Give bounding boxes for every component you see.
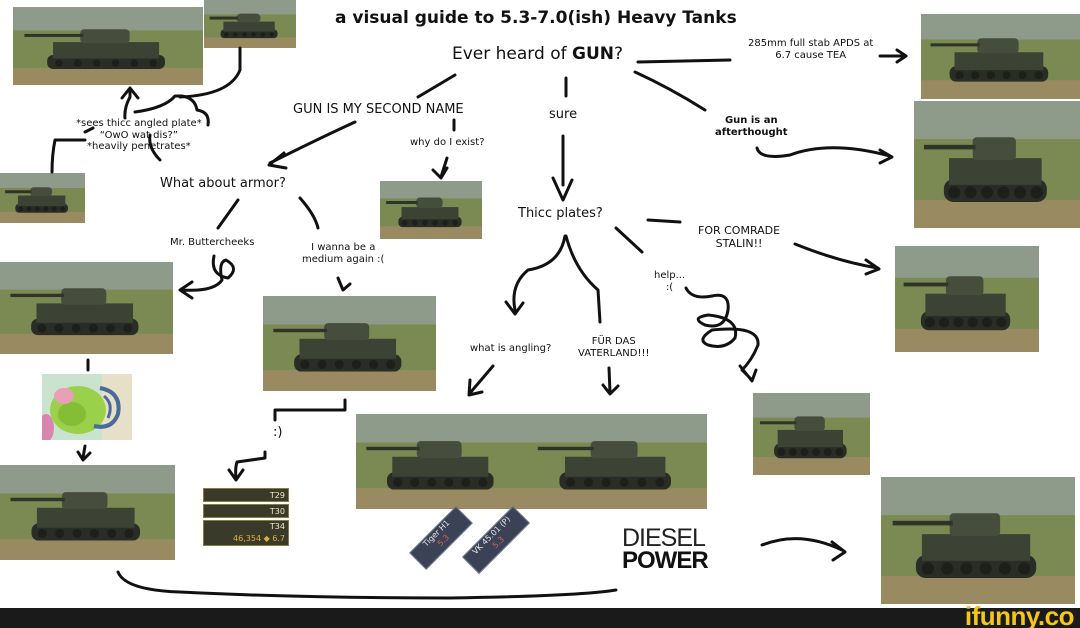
tank-scene [263,296,436,391]
tank-card-label: T29 [269,491,285,500]
tank-photo-right-4 [753,393,870,475]
tank-photo-right-bottom [881,477,1075,604]
tank-photo-right-3 [895,246,1039,352]
label-mr-buttercheeks: Mr. Buttercheeks [170,237,255,248]
tank-photo-center-mid [263,296,436,391]
tank-scene [753,393,870,475]
tank-photo-left-bottom [0,465,175,560]
label-gun-second-name: GUN IS MY SECOND NAME [293,102,464,117]
footer-bar: ifunny.co [0,601,1080,628]
tank-scene [895,246,1039,352]
label-what-is-angling: what is angling? [470,343,552,354]
tank-card-tiger-h1: Tiger H1 5.3 [409,506,473,570]
question-gun-word: GUN [571,44,614,64]
label-medium-again: I wanna be a medium again :( [302,242,385,265]
label-sure: sure [549,107,578,122]
tank-card-label: T30 [269,507,285,516]
label-why-exist: why do I exist? [410,137,485,148]
tank-photo-right-top [921,14,1080,99]
tank-scene [380,181,482,239]
tank-card-t30: T30 [203,504,289,518]
label-gun-afterthought: Gun is an afterthought [715,115,788,138]
tank-card-stats: 46,354 ◆ 6.7 [233,534,285,543]
tank-card-t29: T29 [203,488,289,502]
question-ever-heard-of-gun: Ever heard of GUN? [452,44,624,65]
tank-scene [914,101,1080,228]
label-thicc-angled-plate: *sees thicc angled plate* “OwO wat dis?”… [76,118,202,152]
label-fur-das-vaterland: FÜR DAS VATERLAND!!! [578,336,650,359]
tank-photo-top-left [13,7,203,85]
tank-card-vk4501: VK 45.01 (P) 5.3 [462,506,530,574]
question-prefix: Ever heard of [452,44,572,64]
diesel-logo-line-2: POWER [622,547,709,574]
tank-scene [0,262,173,354]
tank-photo-top-small [204,0,296,48]
ifunny-watermark: ifunny.co [964,601,1075,628]
tank-card-label: T34 [269,522,285,531]
tank-photo-left-mid [0,262,173,354]
tank-photo-tiger-left [356,414,528,509]
cartoon-meme-image [42,374,132,440]
tank-scene [204,0,296,48]
tank-card-label: VK 45.01 (P) [470,514,513,557]
tank-card-t34: T34 46,354 ◆ 6.7 [203,520,289,546]
label-what-about-armor: What about armor? [160,176,286,191]
tank-photo-right-2 [914,101,1080,228]
tank-scene [13,7,203,85]
tank-photo-left-small [0,173,85,223]
diesel-logo-line-1: DIESEL [622,524,706,552]
tank-scene [921,14,1080,99]
question-suffix: ? [613,44,624,64]
tank-scene [881,477,1075,604]
page-title: a visual guide to 5.3-7.0(ish) Heavy Tan… [335,8,737,28]
tank-card-label: Tiger H1 [421,518,452,549]
tank-photo-center-small [380,181,482,239]
tank-photo-tiger-right [527,414,707,509]
tank-card-stack: T29 T30 T34 46,354 ◆ 6.7 [203,488,289,550]
tank-scene [0,465,175,560]
label-apds: 285mm full stab APDS at 6.7 cause TEA [748,38,874,61]
diesel-power-logo: DIESEL POWER [622,524,748,575]
tank-scene [527,414,707,509]
label-smiley: :) [273,425,283,440]
tank-scene [0,173,85,223]
label-comrade-stalin: FOR COMRADE STALIN!! [698,224,781,250]
tank-scene [356,414,528,509]
label-help: help... :( [654,270,686,293]
label-thicc-plates: Thicc plates? [518,206,603,221]
